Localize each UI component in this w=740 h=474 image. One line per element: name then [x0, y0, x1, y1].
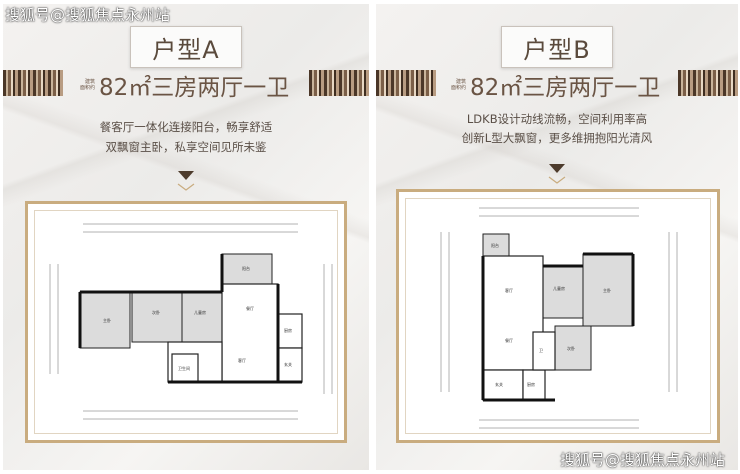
svg-text:卫生间: 卫生间	[178, 365, 190, 371]
floorplan-b-frame: 阳台 客厅 儿童房 主卧 餐厅 次卧 玄关 厨房 卫	[396, 189, 720, 443]
svg-text:厨房: 厨房	[284, 327, 292, 333]
svg-text:次卧: 次卧	[567, 345, 575, 351]
svg-text:次卧: 次卧	[152, 309, 160, 315]
down-chevron-icon	[548, 164, 566, 184]
svg-text:儿童房: 儿童房	[553, 285, 565, 291]
svg-text:客厅: 客厅	[238, 357, 246, 363]
svg-text:餐厅: 餐厅	[246, 305, 254, 311]
floorplan-a-drawing: 主卧 次卧 儿童房 阳台 餐厅 客厅 厨房 卫生间 玄关	[49, 223, 333, 420]
panel-b-desc-2: 创新L型大飘窗，更多维拥抱阳光清风	[461, 131, 653, 145]
floorplan-a-frame: 主卧 次卧 儿童房 阳台 餐厅 客厅 厨房 卫生间 玄关	[25, 201, 347, 443]
panel-b-area-line: 建筑 面积约 82㎡三房两厅一卫	[440, 68, 660, 102]
svg-text:儿童房: 儿童房	[194, 309, 206, 315]
down-chevron-icon	[177, 171, 195, 191]
area-label: 建筑 面积约	[450, 79, 466, 91]
panel-a-area-text: 82㎡三房两厅一卫	[99, 75, 290, 101]
panel-a-desc-2: 双飘窗主卧，私享空间见所未鉴	[105, 140, 267, 154]
panel-a-title: 户型A	[130, 26, 242, 68]
svg-text:阳台: 阳台	[242, 265, 250, 271]
floorplan-panel-b: 户型B 建筑 面积约 82㎡三房两厅一卫 LDKB设计动线流畅，空间利用率高 创…	[376, 4, 738, 470]
watermark-top-left: 搜狐号@搜狐焦点永州站	[5, 6, 171, 24]
floorplan-b-drawing: 阳台 客厅 儿童房 主卧 餐厅 次卧 玄关 厨房 卫	[440, 207, 678, 429]
decor-stripe-left	[3, 70, 63, 96]
svg-text:卫: 卫	[539, 348, 543, 353]
svg-text:厨房: 厨房	[527, 381, 535, 387]
svg-text:玄关: 玄关	[495, 381, 503, 387]
panel-b-area-text: 82㎡三房两厅一卫	[470, 75, 661, 101]
floorplan-panel-a: 户型A 建筑 面积约 82㎡三房两厅一卫 餐客厅一体化连接阳台，畅享舒适 双飘窗…	[3, 4, 369, 470]
watermark-bottom-right: 搜狐号@搜狐焦点永州站	[560, 451, 726, 469]
panel-a-area-line: 建筑 面积约 82㎡三房两厅一卫	[69, 68, 289, 102]
panel-a-desc-1: 餐客厅一体化连接阳台，畅享舒适	[99, 120, 273, 134]
area-label: 建筑 面积约	[79, 79, 95, 91]
decor-stripe-right	[309, 70, 369, 96]
decor-stripe-left	[376, 70, 436, 96]
panel-b-title: 户型B	[501, 26, 613, 68]
decor-stripe-right	[678, 70, 738, 96]
svg-text:主卧: 主卧	[103, 317, 111, 323]
svg-text:客厅: 客厅	[505, 287, 513, 293]
svg-text:餐厅: 餐厅	[505, 337, 513, 343]
svg-text:玄关: 玄关	[284, 361, 292, 367]
panel-b-desc-1: LDKB设计动线流畅，空间利用率高	[466, 112, 648, 126]
svg-text:主卧: 主卧	[603, 287, 611, 293]
svg-text:阳台: 阳台	[491, 242, 499, 248]
